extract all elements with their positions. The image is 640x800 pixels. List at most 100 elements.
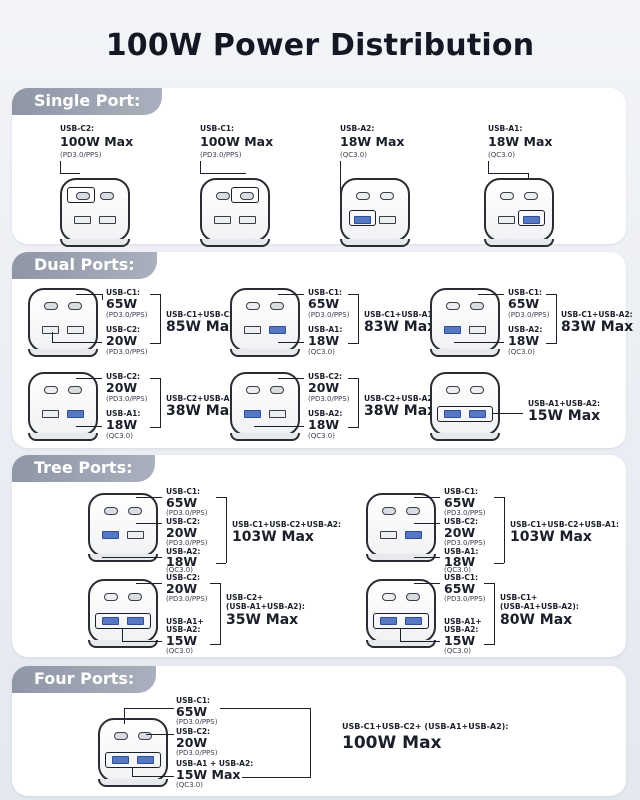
combo-total: 83W Max	[364, 319, 437, 335]
combo-total: 80W Max	[500, 612, 573, 628]
dual-port-card: USB-C1: 65W (PD3.0/PPS) USB-C2: 20W (PD3…	[26, 284, 238, 358]
highlight-box	[105, 752, 161, 768]
port-protocol: (PD3.0/PPS)	[106, 311, 148, 319]
port-name: USB-A2:	[166, 547, 201, 556]
combo-label: USB-C1+USB-A2:	[561, 310, 633, 319]
highlight-box	[95, 613, 151, 629]
port-protocol: (QC3.0)	[444, 647, 471, 655]
port-protocol: (PD3.0/PPS)	[166, 539, 208, 547]
usb-c1-port-icon	[216, 192, 230, 200]
port-name: USB-A2:	[340, 124, 375, 133]
port-name: USB-A2:	[444, 625, 479, 634]
usb-a2-port-icon	[67, 326, 84, 334]
port-wattage: 18W	[308, 417, 340, 432]
combo-label: USB-C2+USB-A1:	[166, 394, 238, 403]
port-name: USB-A2:	[508, 325, 543, 334]
usb-a1-port-icon	[127, 531, 144, 539]
port-wattage: 20W	[166, 525, 198, 540]
port-protocol: (PD3.0/PPS)	[508, 311, 550, 319]
usb-c2-port-icon	[240, 192, 254, 200]
highlight-box	[231, 187, 259, 203]
usb-c1-port-icon	[382, 507, 396, 515]
dual-port-card: USB-C2: 20W (PD3.0/PPS) USB-A2: 18W (QC3…	[228, 368, 436, 442]
combo-label: USB-C1+USB-C2+ (USB-A1+USB-A2):	[342, 722, 509, 731]
port-wattage: 20W	[106, 333, 138, 348]
port-wattage: 18W	[106, 417, 138, 432]
port-wattage: 65W	[508, 296, 540, 311]
port-name: USB-C1:	[106, 288, 141, 297]
four-port-card: USB-C1: 65W (PD3.0/PPS) USB-C2: 20W (PD3…	[96, 696, 616, 792]
highlight-box	[67, 187, 95, 203]
usb-c1-port-icon	[246, 386, 260, 394]
port-wattage: 15W	[166, 633, 198, 648]
usb-c2-port-icon	[524, 192, 538, 200]
usb-a1-port-icon	[469, 410, 486, 418]
usb-a2-port-icon	[244, 326, 261, 334]
combo-label: USB-C1+USB-A1:	[364, 310, 436, 319]
combo-label: (USB-A1+USB-A2):	[226, 602, 305, 611]
port-protocol: (PD3.0/PPS)	[444, 509, 486, 517]
highlight-box	[349, 210, 376, 226]
highlight-box	[437, 406, 493, 422]
usb-a1-port-icon	[405, 531, 422, 539]
combo-total: 85W Max	[166, 319, 239, 335]
port-name: USB-C1:	[308, 288, 343, 297]
usb-c1-port-icon	[356, 192, 370, 200]
tree-port-card: USB-C2: 20W (PD3.0/PPS) USB-A1+ USB-A2: …	[86, 571, 326, 655]
charger-icon	[230, 372, 300, 441]
port-protocol: (QC3.0)	[166, 647, 193, 655]
port-protocol: (QC3.0)	[166, 566, 193, 574]
usb-a1-port-icon	[269, 326, 286, 334]
port-name: USB-A1:	[106, 409, 141, 418]
usb-c1-port-icon	[270, 302, 284, 310]
usb-c2-port-icon	[128, 593, 142, 601]
usb-c2-port-icon	[246, 302, 260, 310]
combo-label: USB-C1+USB-C2+USB-A1:	[510, 520, 619, 529]
charger-icon	[430, 372, 500, 441]
combo-total: 103W Max	[232, 529, 314, 545]
port-protocol: (PD3.0/PPS)	[106, 348, 148, 356]
combo-label: USB-C2+USB-A2:	[364, 394, 436, 403]
combo-label: (USB-A1+USB-A2):	[500, 602, 579, 611]
port-wattage: 20W	[106, 380, 138, 395]
tree-port-card: USB-C1: 65W (PD3.0/PPS) USB-C2: 20W (PD3…	[86, 485, 341, 574]
usb-c2-port-icon	[128, 507, 142, 515]
tree-port-card: USB-C1: 65W (PD3.0/PPS) USB-C2: 20W (PD3…	[364, 485, 619, 574]
usb-a1-port-icon	[42, 326, 59, 334]
port-name: USB-A1+	[444, 617, 482, 626]
port-wattage: 100W Max	[60, 134, 134, 149]
usb-c1-port-icon	[470, 302, 484, 310]
port-protocol: (QC3.0)	[488, 151, 515, 159]
section-dual-ports: Dual Ports: USB-C1: 65W (PD3.0/PPS) USB-…	[12, 252, 633, 448]
port-protocol: (PD3.0/PPS)	[308, 395, 350, 403]
dual-port-card: USB-C1: 65W (PD3.0/PPS) USB-A1: 18W (QC3…	[228, 284, 436, 358]
port-wattage: 20W	[444, 525, 476, 540]
port-wattage: 65W	[444, 495, 476, 510]
charger-icon	[28, 288, 98, 357]
port-protocol: (QC3.0)	[176, 781, 203, 789]
usb-c1-port-icon	[500, 192, 514, 200]
port-wattage: 65W	[444, 581, 476, 596]
port-name: USB-C2:	[60, 124, 95, 133]
section-four-ports: Four Ports: USB-C1: 65W (PD3.0/PPS) USB-…	[12, 666, 626, 796]
usb-c1-port-icon	[446, 386, 460, 394]
port-wattage: 20W	[176, 735, 208, 750]
usb-a2-port-icon	[444, 326, 461, 334]
port-wattage: 20W	[166, 581, 198, 596]
usb-a2-port-icon	[112, 756, 129, 764]
port-protocol: (PD3.0/PPS)	[166, 595, 208, 603]
highlight-box	[373, 613, 429, 629]
port-wattage: 18W	[166, 554, 198, 569]
usb-c1-port-icon	[406, 593, 420, 601]
usb-a2-port-icon	[244, 410, 261, 418]
usb-c1-port-icon	[76, 192, 90, 200]
dual-port-card: USB-C2: 20W (PD3.0/PPS) USB-A1: 18W (QC3…	[26, 368, 238, 442]
single-port-card: USB-C1: 100W Max (PD3.0/PPS)	[182, 118, 312, 247]
usb-a2-port-icon	[498, 216, 515, 224]
port-name: USB-C2:	[308, 372, 343, 381]
port-name: USB-C2:	[106, 325, 141, 334]
single-port-card: USB-A1: 18W Max (QC3.0)	[462, 118, 592, 247]
port-name: USB-A1 + USB-A2:	[176, 759, 254, 768]
usb-c2-port-icon	[446, 302, 460, 310]
combo-total: 103W Max	[510, 529, 592, 545]
